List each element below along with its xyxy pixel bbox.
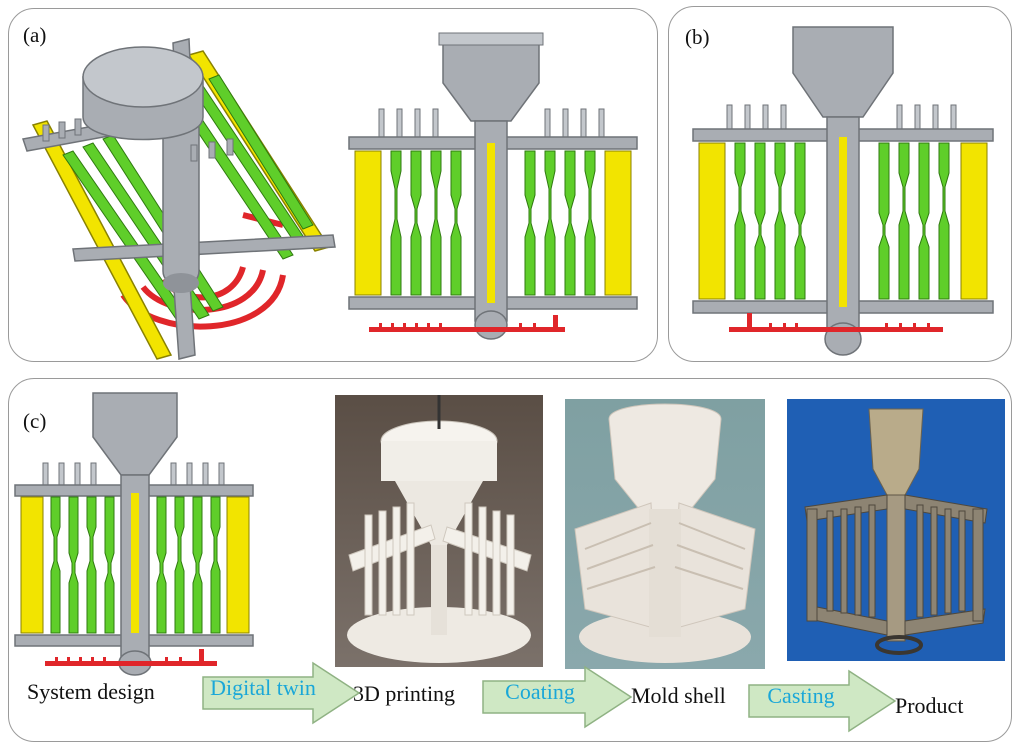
panel-a: (a) bbox=[8, 8, 658, 362]
step-3d-printing: 3D printing bbox=[353, 681, 456, 706]
casting-system-isometric bbox=[22, 38, 336, 360]
panel-c-label: (c) bbox=[23, 409, 47, 433]
step-mold-shell: Mold shell bbox=[631, 683, 726, 708]
cast-product-photo bbox=[787, 399, 1005, 661]
panel-b-label: (b) bbox=[685, 25, 710, 49]
arrow-coating-label: Coating bbox=[505, 679, 575, 704]
mold-shell-photo bbox=[565, 399, 765, 669]
system-design-drawing bbox=[14, 392, 254, 676]
panel-b: (b) bbox=[668, 6, 1012, 362]
arrow-casting-label: Casting bbox=[767, 683, 835, 708]
arrow-casting bbox=[748, 669, 897, 733]
panel-a-label: (a) bbox=[23, 23, 47, 47]
arrow-coating bbox=[482, 665, 633, 729]
step-system-design: System design bbox=[27, 679, 155, 704]
casting-system-front-view-a bbox=[348, 32, 638, 340]
arrow-digital-twin bbox=[202, 661, 361, 725]
step-product: Product bbox=[895, 693, 964, 718]
arrow-digital-twin-label: Digital twin bbox=[210, 675, 316, 700]
panel-c: (c) bbox=[8, 378, 1012, 742]
casting-system-front-view-b bbox=[692, 26, 994, 356]
3d-printed-pattern-photo bbox=[335, 395, 543, 667]
